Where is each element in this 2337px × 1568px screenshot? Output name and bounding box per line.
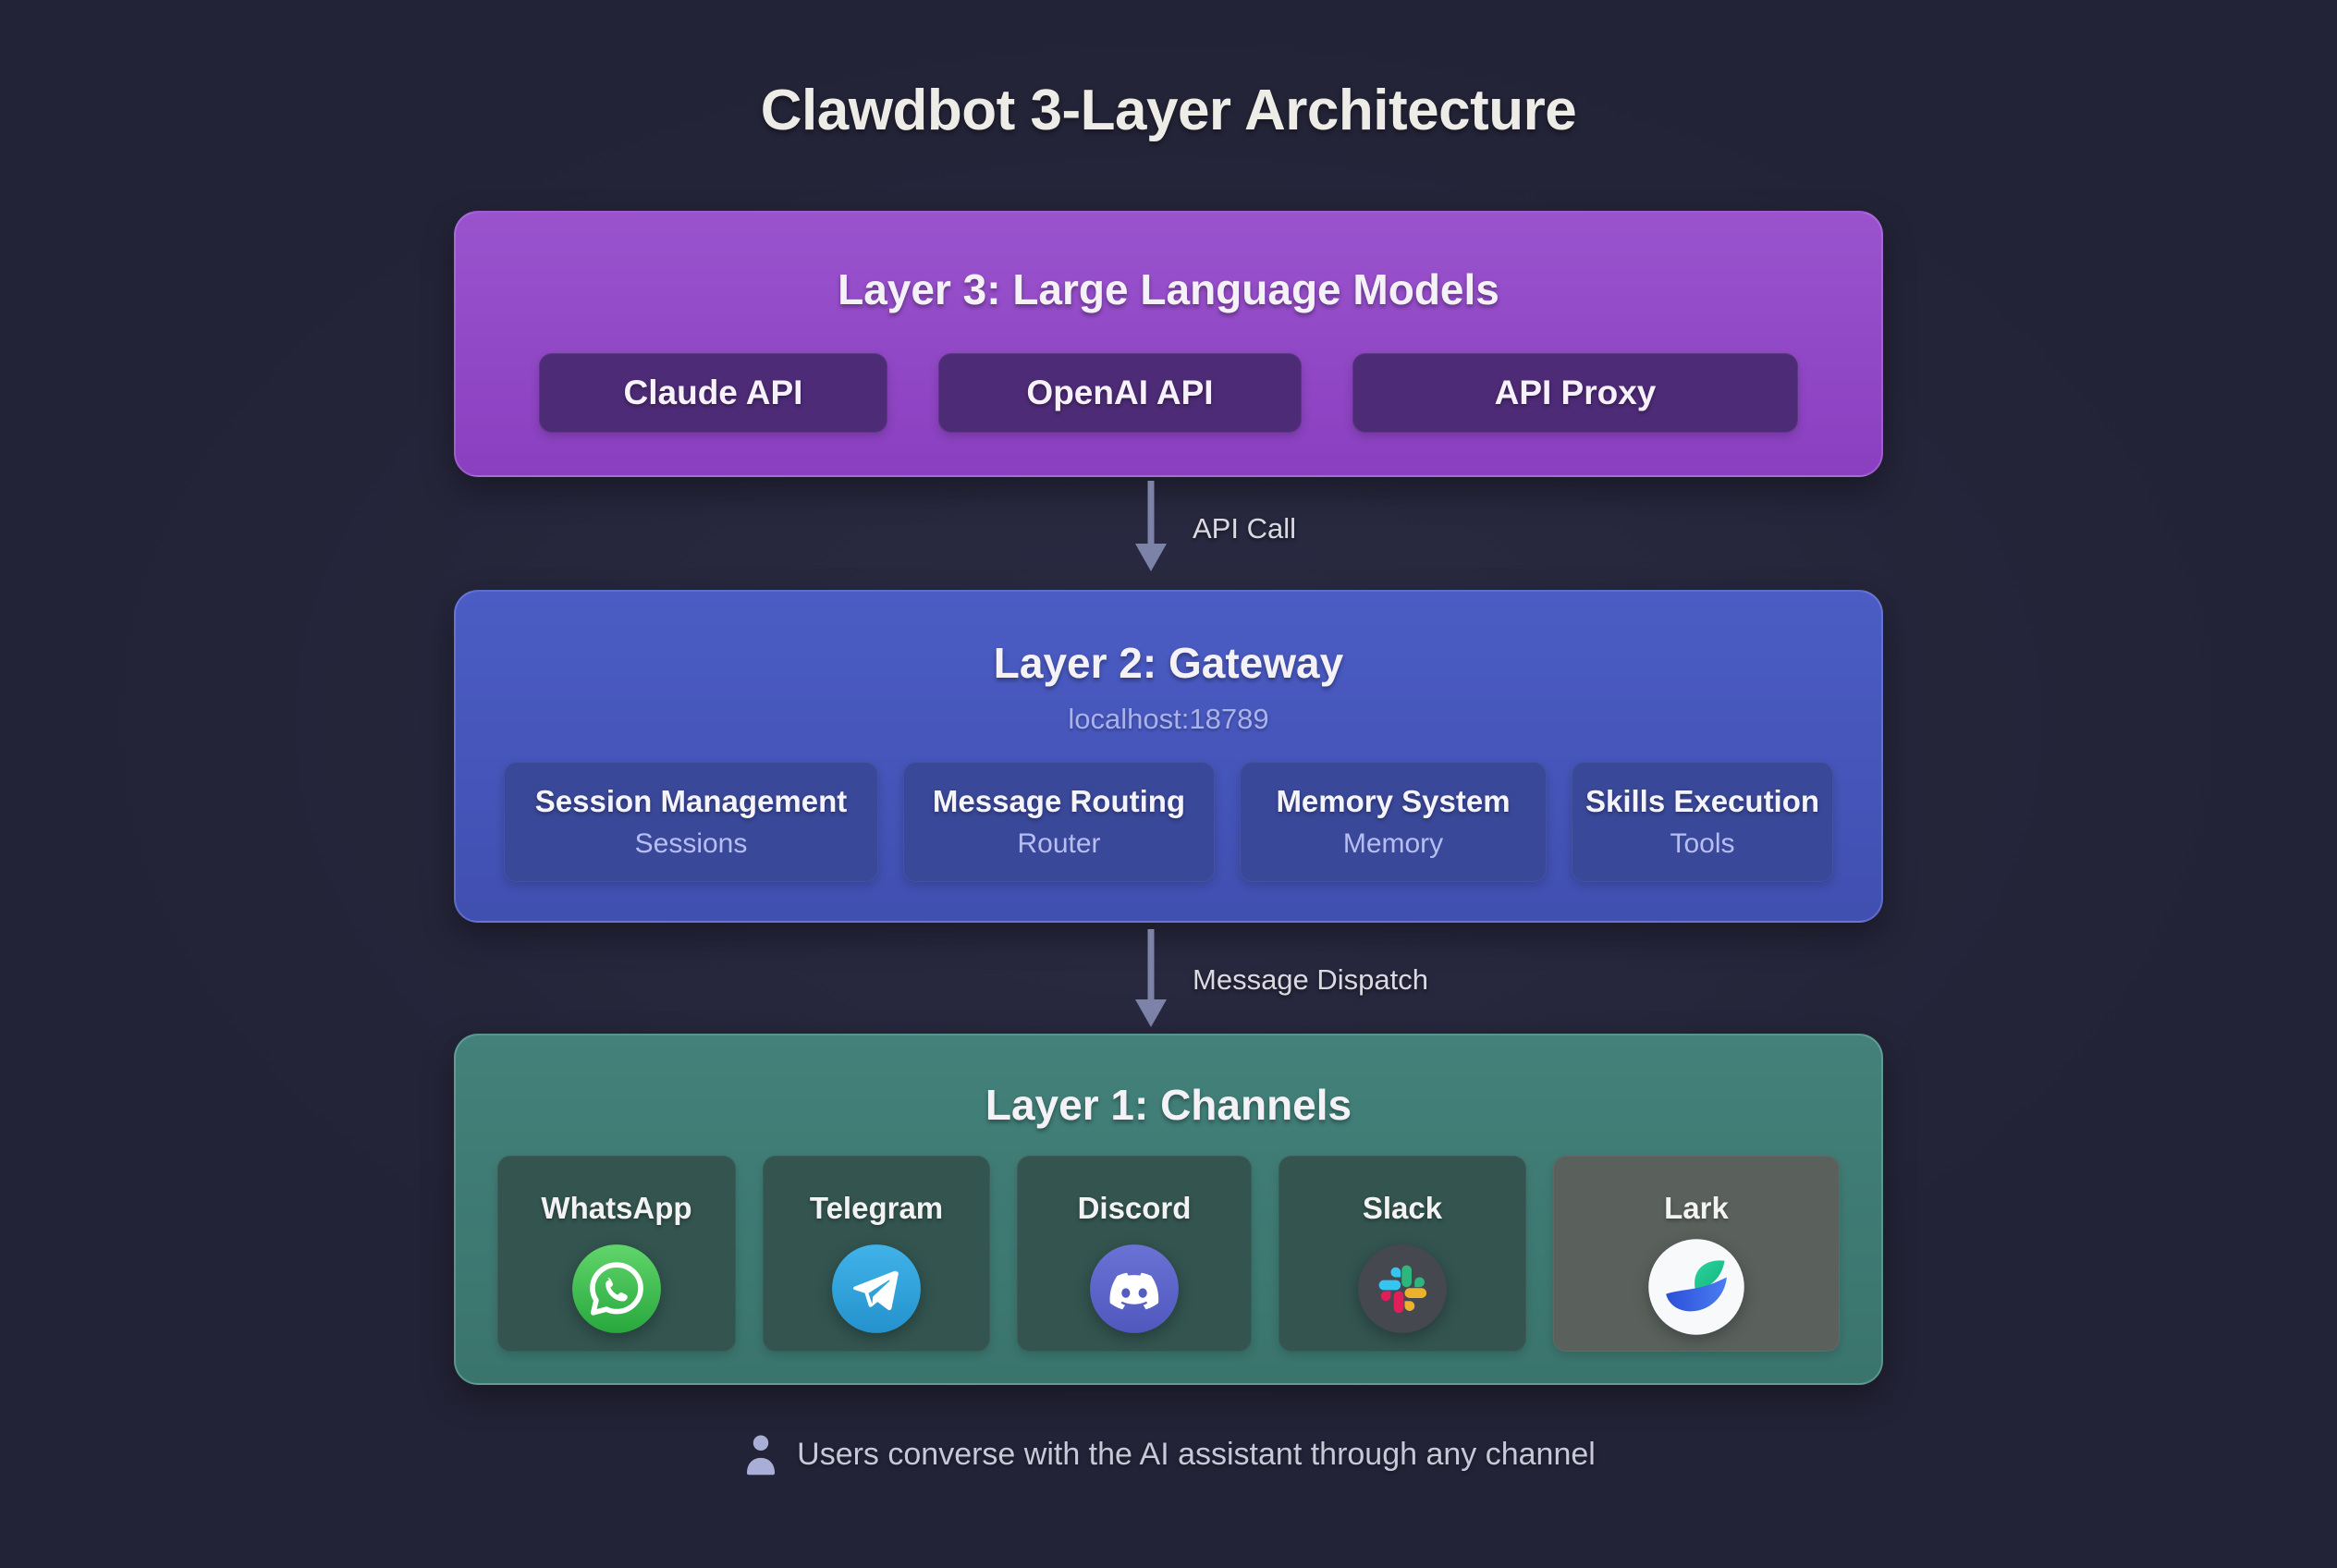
slack-channel-card: Slack [1279,1156,1526,1352]
module-title: Memory System [1276,784,1511,818]
skills-execution-box: Skills Execution Tools [1572,762,1833,882]
module-subtitle: Sessions [634,828,748,859]
slack-icon [1358,1244,1447,1333]
layer2-title: Layer 2: Gateway [993,639,1344,687]
api-call-label: API Call [1193,512,1296,545]
channels-row: WhatsApp Telegram [456,1156,1881,1352]
telegram-channel-card: Telegram [763,1156,990,1352]
whatsapp-icon [572,1244,661,1333]
discord-icon [1090,1244,1179,1333]
down-arrow-icon [1135,481,1167,571]
lark-channel-card: Lark [1553,1156,1840,1352]
layer3-llm-box: Layer 3: Large Language Models Claude AP… [454,211,1883,477]
api-proxy-box: API Proxy [1352,353,1798,433]
channel-label: Slack [1362,1191,1443,1225]
openai-api-box: OpenAI API [938,353,1302,433]
layer2-modules-row: Session Management Sessions Message Rout… [456,762,1881,882]
claude-api-box: Claude API [539,353,887,433]
layer3-items-row: Claude API OpenAI API API Proxy [456,353,1881,433]
module-title: Message Routing [932,784,1186,818]
channel-label: Discord [1077,1191,1192,1225]
discord-channel-card: Discord [1017,1156,1252,1352]
memory-system-box: Memory System Memory [1240,762,1547,882]
layer3-title: Layer 3: Large Language Models [838,265,1499,313]
gateway-address: localhost:18789 [1068,703,1269,735]
layer2-gateway-box: Layer 2: Gateway localhost:18789 Session… [454,590,1883,923]
channel-label: Telegram [809,1191,944,1225]
module-title: Session Management [534,784,848,818]
session-management-box: Session Management Sessions [504,762,878,882]
module-title: Skills Execution [1585,784,1820,818]
down-arrow-icon [1135,929,1167,1027]
module-subtitle: Tools [1670,828,1735,859]
footer-caption: Users converse with the AI assistant thr… [0,1431,2337,1477]
layer1-channels-box: Layer 1: Channels WhatsApp Telegram [454,1034,1883,1385]
lark-icon [1648,1239,1744,1335]
user-icon [747,1435,776,1476]
layer1-title: Layer 1: Channels [985,1081,1352,1129]
page-title: Clawdbot 3-Layer Architecture [760,79,1577,142]
module-subtitle: Router [1017,828,1101,859]
caption-text: Users converse with the AI assistant thr… [797,1436,1596,1472]
telegram-icon [832,1244,921,1333]
whatsapp-channel-card: WhatsApp [497,1156,736,1352]
channel-label: WhatsApp [541,1191,692,1225]
module-subtitle: Memory [1342,828,1444,859]
message-routing-box: Message Routing Router [903,762,1215,882]
message-dispatch-label: Message Dispatch [1193,963,1429,996]
channel-label: Lark [1664,1191,1729,1225]
